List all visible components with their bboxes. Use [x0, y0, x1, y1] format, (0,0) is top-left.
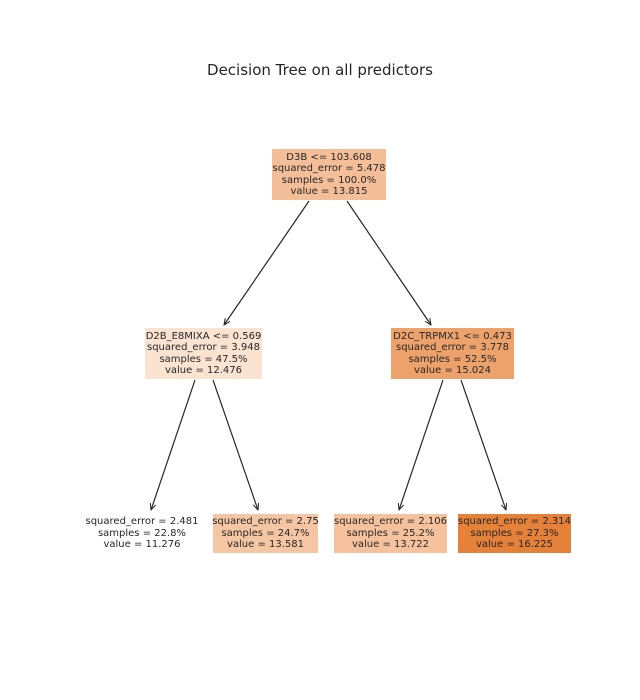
node-split-label: D3B <= 103.608	[286, 151, 372, 163]
node-samples: samples = 100.0%	[281, 174, 377, 186]
edge-right-leaf-rl	[399, 379, 444, 510]
node-value: value = 11.276	[103, 539, 181, 551]
node-squared-error: squared_error = 2.106	[334, 516, 447, 528]
tree-leaf-lr: squared_error = 2.75 samples = 24.7% val…	[212, 514, 319, 553]
edge-right-leaf-rr	[460, 379, 506, 510]
tree-node-left: D2B_E8MIXA <= 0.569 squared_error = 3.94…	[145, 328, 262, 379]
node-value: value = 15.024	[413, 365, 492, 376]
node-squared-error: squared_error = 2.481	[85, 516, 199, 528]
node-samples: samples = 25.2%	[346, 527, 435, 539]
node-squared-error: squared_error = 3.948	[147, 342, 260, 353]
node-squared-error: squared_error = 5.478	[272, 163, 386, 174]
node-samples: samples = 22.8%	[97, 527, 187, 539]
node-samples: samples = 27.3%	[470, 527, 559, 539]
tree-node-right: D2C_TRPMX1 <= 0.473 squared_error = 3.77…	[391, 328, 514, 379]
node-squared-error: squared_error = 2.75	[212, 516, 319, 528]
node-value: value = 13.581	[226, 539, 305, 551]
tree-leaf-ll: squared_error = 2.481 samples = 22.8% va…	[84, 514, 200, 553]
edge-root-left	[224, 200, 310, 325]
edge-root-right	[346, 200, 431, 325]
edge-left-leaf-ll	[151, 379, 196, 510]
node-samples: samples = 24.7%	[221, 527, 310, 539]
chart-title: Decision Tree on all predictors	[207, 61, 433, 79]
node-value: value = 12.476	[164, 365, 243, 376]
tree-node-root: D3B <= 103.608 squared_error = 5.478 sam…	[272, 149, 386, 200]
node-samples: samples = 47.5%	[159, 353, 248, 365]
node-value: value = 16.225	[475, 539, 554, 551]
node-value: value = 13.722	[351, 539, 430, 551]
node-split-label: D2B_E8MIXA <= 0.569	[145, 330, 262, 342]
edge-left-leaf-lr	[212, 379, 258, 510]
node-value: value = 13.815	[290, 186, 368, 197]
node-squared-error: squared_error = 3.778	[396, 342, 509, 353]
tree-leaf-rl: squared_error = 2.106 samples = 25.2% va…	[334, 514, 447, 553]
node-split-label: D2C_TRPMX1 <= 0.473	[393, 330, 512, 342]
tree-leaf-rr: squared_error = 2.314 samples = 27.3% va…	[458, 514, 571, 553]
node-squared-error: squared_error = 2.314	[458, 516, 571, 528]
node-samples: samples = 52.5%	[408, 353, 497, 365]
